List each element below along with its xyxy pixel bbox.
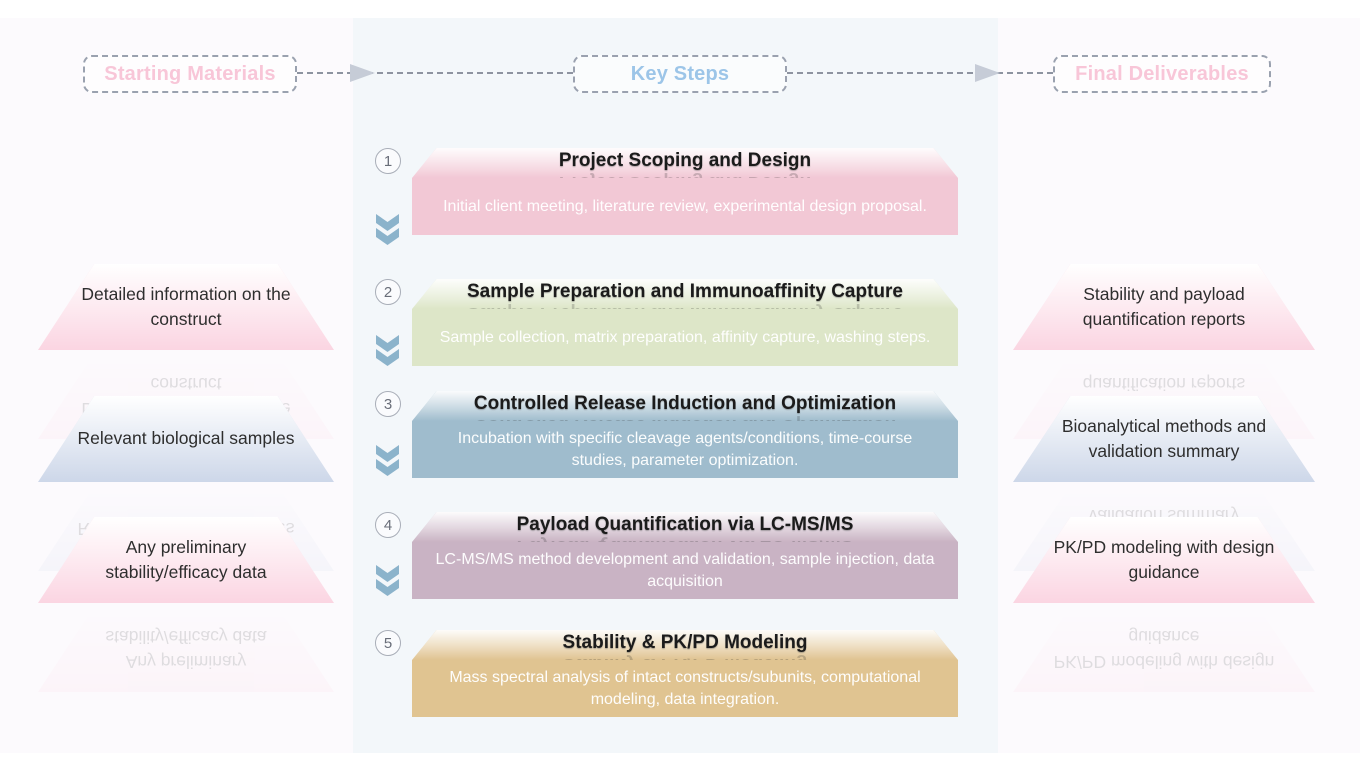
step-5-title-reflection: Stability & PK/PD Modeling [412, 653, 958, 660]
step-2-title-reflection: Sample Preparation and Immunoaffinity Ca… [412, 302, 958, 309]
arrow-right-icon [975, 64, 1000, 82]
step-2-shape: Sample Preparation and Immunoaffinity Ca… [412, 279, 958, 366]
final-deliverable-item-3-label: PK/PD modeling with design guidance [1053, 536, 1275, 582]
key-steps-label: Key Steps [630, 62, 730, 85]
starting-materials-column-background [0, 18, 353, 753]
chevron-down-icon [376, 214, 399, 245]
step-4-title: Payload Quantification via LC-MS/MS [516, 514, 854, 535]
step-2-title: Sample Preparation and Immunoaffinity Ca… [466, 281, 904, 302]
starting-material-item-1: Detailed information on the construct De… [38, 264, 334, 439]
trapezoid-shape: Detailed information on the construct [38, 264, 334, 350]
step-3-shape: Controlled Release Induction and Optimiz… [412, 391, 958, 478]
key-steps-box: Key Steps [573, 55, 787, 93]
dashed-connector-left [297, 64, 573, 82]
starting-material-item-1-label: Detailed information on the construct [81, 283, 291, 329]
step-3-number-badge: 3 [375, 391, 401, 417]
dashed-connector-right [787, 64, 1053, 82]
final-deliverable-item-2: Bioanalytical methods and validation sum… [1013, 396, 1315, 571]
step-1-topface: Project Scoping and Design Project Scopi… [412, 148, 958, 178]
trapezoid-reflection: PK/PD modeling with design guidance [1013, 606, 1315, 692]
trapezoid-shape: Bioanalytical methods and validation sum… [1013, 396, 1315, 482]
final-deliverables-column-background [998, 18, 1360, 753]
starting-material-item-3: Any preliminary stability/efficacy data … [38, 517, 334, 692]
step-2-description: Sample collection, matrix preparation, a… [412, 309, 958, 366]
step-5-number-badge: 5 [375, 630, 401, 656]
final-deliverable-item-3: PK/PD modeling with design guidance PK/P… [1013, 517, 1315, 692]
chevron-down-icon [376, 335, 399, 366]
step-4-shape: Payload Quantification via LC-MS/MS Payl… [412, 512, 958, 599]
starting-material-item-3-label: Any preliminary stability/efficacy data [105, 536, 267, 582]
final-deliverable-item-2-label: Bioanalytical methods and validation sum… [1061, 415, 1267, 461]
starting-material-item-2-label: Relevant biological samples [77, 428, 295, 449]
step-1-description: Initial client meeting, literature revie… [412, 178, 958, 235]
chevron-down-icon [376, 565, 399, 596]
step-1-number-badge: 1 [375, 148, 401, 174]
starting-materials-label: Starting Materials [104, 62, 276, 85]
starting-materials-box: Starting Materials [83, 55, 297, 93]
step-4-title-reflection: Payload Quantification via LC-MS/MS [412, 535, 958, 542]
step-3-topface: Controlled Release Induction and Optimiz… [412, 391, 958, 421]
trapezoid-reflection: Any preliminary stability/efficacy data [38, 606, 334, 692]
final-deliverables-box: Final Deliverables [1053, 55, 1271, 93]
step-3-description: Incubation with specific cleavage agents… [412, 421, 958, 478]
step-5-description: Mass spectral analysis of intact constru… [412, 660, 958, 717]
step-2-topface: Sample Preparation and Immunoaffinity Ca… [412, 279, 958, 309]
trapezoid-shape: PK/PD modeling with design guidance [1013, 517, 1315, 603]
final-deliverable-item-1: Stability and payload quantification rep… [1013, 264, 1315, 439]
trapezoid-shape: Relevant biological samples [38, 396, 334, 482]
starting-material-item-2: Relevant biological samples Relevant bio… [38, 396, 334, 571]
step-1-shape: Project Scoping and Design Project Scopi… [412, 148, 958, 235]
step-4-topface: Payload Quantification via LC-MS/MS Payl… [412, 512, 958, 542]
trapezoid-shape: Any preliminary stability/efficacy data [38, 517, 334, 603]
final-deliverables-label: Final Deliverables [1075, 62, 1249, 85]
step-4-number-badge: 4 [375, 512, 401, 538]
step-1-title: Project Scoping and Design [558, 150, 812, 171]
step-5-shape: Stability & PK/PD Modeling Stability & P… [412, 630, 958, 717]
trapezoid-shape: Stability and payload quantification rep… [1013, 264, 1315, 350]
arrow-right-icon [350, 64, 375, 82]
step-3-title: Controlled Release Induction and Optimiz… [473, 393, 897, 414]
chevron-down-icon [376, 445, 399, 476]
step-2-number-badge: 2 [375, 279, 401, 305]
step-4-description: LC-MS/MS method development and validati… [412, 542, 958, 599]
step-5-topface: Stability & PK/PD Modeling Stability & P… [412, 630, 958, 660]
step-1-title-reflection: Project Scoping and Design [412, 171, 958, 178]
step-5-title: Stability & PK/PD Modeling [562, 632, 808, 653]
step-3-title-reflection: Controlled Release Induction and Optimiz… [412, 414, 958, 421]
final-deliverable-item-1-label: Stability and payload quantification rep… [1082, 283, 1246, 329]
